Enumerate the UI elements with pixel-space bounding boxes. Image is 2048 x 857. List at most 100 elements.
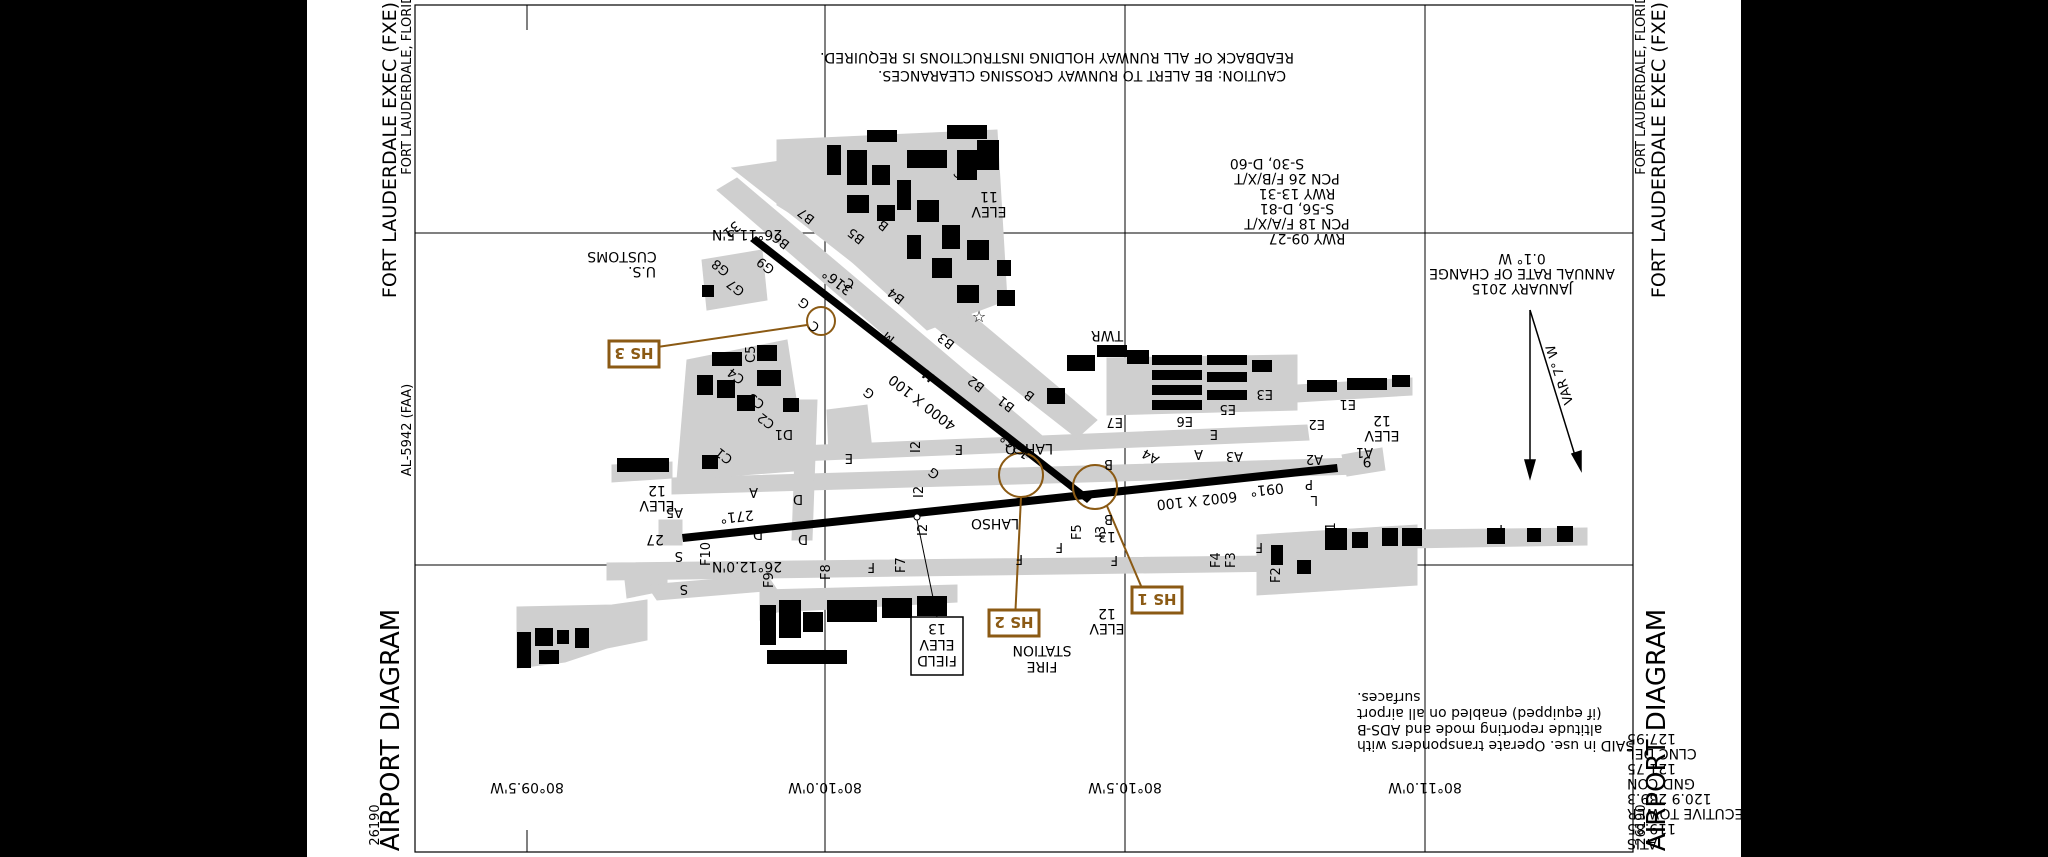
field-elev-line2: ELEV <box>919 636 954 652</box>
twy-A4: A4 <box>1140 445 1162 467</box>
freq-atis-label: ATIS <box>1627 835 1657 851</box>
magnetic-variation-arrows <box>1524 309 1582 481</box>
runway-end-9: 9 <box>1363 453 1372 469</box>
twy-F8: F8 <box>819 564 834 580</box>
fire-station-line1: FIRE <box>1027 658 1058 674</box>
twy-A3: A3 <box>1226 448 1243 463</box>
twy-C5: C5 <box>744 346 759 363</box>
freq-gnd: 121.75 <box>1627 760 1676 776</box>
twy-F-east: F <box>1111 552 1118 567</box>
rwy-info-line1: RWY 09-27 <box>1269 230 1346 246</box>
twy-G-1: G <box>796 294 813 312</box>
freq-atis: 119.85 <box>1627 820 1676 836</box>
twy-A2: A2 <box>1306 451 1323 466</box>
rwy-info-line6: S-30, D-60 <box>1230 155 1304 171</box>
buildings <box>517 125 1573 668</box>
twy-B-south: B <box>1104 511 1113 526</box>
twy-F9: F9 <box>762 572 777 588</box>
coordinates: 26°11.5'N 26°12.0'N 80°09.5'W 80°10.0'W … <box>490 226 1462 795</box>
hotspot-label-hs2: HS 2 <box>994 613 1033 631</box>
margin-right: FORT LAUDERDALE EXEC (FXE) FORT LAUDERDA… <box>1634 0 1672 851</box>
coord-lon-2: 80°10.0'W <box>788 779 862 795</box>
rwy-info-line5: PCN 26 F/B/X/T <box>1234 170 1340 186</box>
runway-09-27-heading-west: 271° <box>719 506 754 525</box>
twy-D1: D1 <box>775 426 793 441</box>
elev-13-label: ELEV <box>1089 620 1124 636</box>
margin-left-airport-name: FORT LAUDERDALE EXEC (FXE) <box>379 2 401 298</box>
rwy-info-line4: RWY 13-31 <box>1259 185 1336 201</box>
margin-left-city: FORT LAUDERDALE, FLORIDA <box>400 0 415 175</box>
twy-C-2: C <box>807 317 823 334</box>
margin-left-diagram-title: AIRPORT DIAGRAM <box>376 609 406 851</box>
twy-F3: F3 <box>1224 552 1239 568</box>
twy-I2-south: I2 <box>916 524 931 536</box>
field-elev-box <box>910 616 964 676</box>
mag-line3: 0.1° W <box>1498 250 1546 266</box>
elev-9-label: ELEV <box>1364 427 1399 443</box>
caution-line1: CAUTION: BE ALERT TO RUNWAY CROSSING CLE… <box>878 67 1286 83</box>
hotspot-label-hs3: HS 3 <box>614 344 653 362</box>
twy-F10: F10 <box>699 542 714 566</box>
twy-F1: F1 <box>1324 522 1339 538</box>
twy-L: L <box>1310 492 1318 507</box>
twy-E-west: E <box>845 450 853 465</box>
field-elev-leader <box>916 519 938 618</box>
twy-F4: F4 <box>1209 552 1224 568</box>
rwy-info-line2: PCN 18 F/A/X/T <box>1244 215 1350 231</box>
twy-F-west: F <box>868 559 875 574</box>
runway-09-27-dimensions: 6002 X 100 <box>1156 488 1238 512</box>
chart-frame <box>414 4 1634 853</box>
hotspot-markers <box>636 306 1148 621</box>
beacon-star-icon: ☆ <box>972 307 986 326</box>
twy-E1: E1 <box>1340 396 1357 411</box>
freq-clnc-label: CLNC DEL <box>1627 745 1697 761</box>
airport-diagram: HS 3 HS 2 HS 1 FIELD ELEV 13 CAUTION: BE… <box>368 0 1741 853</box>
margin-left: FORT LAUDERDALE EXEC (FXE) FORT LAUDERDA… <box>368 0 415 851</box>
runway-09-27-heading-east: 091° <box>1249 479 1284 498</box>
coord-lon-1: 80°09.5'W <box>490 779 564 795</box>
runway-09-27 <box>682 464 1338 542</box>
twy-G-2: G <box>861 384 878 402</box>
mag-line1: JANUARY 2015 <box>1471 280 1573 296</box>
mag-var-label: VAR 7° W <box>1544 343 1577 407</box>
runway-13-31 <box>750 236 1092 503</box>
twy-F-center: F <box>1016 551 1023 566</box>
runway-end-27: 27 <box>646 531 664 547</box>
twy-S-south: S <box>680 581 688 596</box>
twr-label: TWR <box>1091 327 1124 343</box>
said-line3: (if equipped) enabled on all airport <box>1356 705 1601 721</box>
elev-27-label: ELEV <box>639 497 674 513</box>
twy-I3: I3 <box>1094 526 1109 538</box>
freq-tower: 120.9 239.3 <box>1627 790 1712 806</box>
elev-13-value: 12 <box>1098 605 1116 621</box>
margin-left-chart-number: 26190 <box>368 804 383 845</box>
margin-left-al-number: AL-5942 (FAA) <box>400 384 415 476</box>
runway-end-13: 13 <box>1098 528 1116 544</box>
twy-F-far-east: F <box>1256 539 1263 554</box>
caution-line2: READBACK OF ALL RUNWAY HOLDING INSTRUCTI… <box>820 49 1294 65</box>
twy-E5: E5 <box>1220 401 1237 416</box>
twy-F7: F7 <box>894 557 909 573</box>
twy-E7: E7 <box>1107 414 1124 429</box>
coord-lat-north: 26°11.5'N <box>712 226 782 242</box>
elev-31-value: 11 <box>980 188 998 204</box>
twy-F-apron: F <box>1496 521 1503 536</box>
hotspot-boxes <box>607 339 1184 638</box>
twy-I2-mid: I2 <box>912 486 927 498</box>
customs-label-1: U.S. <box>628 263 656 279</box>
twy-E6: E6 <box>1177 413 1194 428</box>
twy-E3: E3 <box>1257 386 1274 401</box>
twy-D-north: D <box>793 491 803 506</box>
margin-right-city: FORT LAUDERDALE, FLORIDA <box>1634 0 1649 175</box>
freq-tower-label: EXECUTIVE TOWER <box>1627 805 1741 821</box>
mag-line2: ANNUAL RATE OF CHANGE <box>1429 265 1615 281</box>
said-line4: surfaces. <box>1357 689 1421 705</box>
freq-gnd-label: GND CON <box>1627 775 1695 791</box>
lahso-label-west: LAHSO <box>971 515 1019 531</box>
twy-P: P <box>1305 476 1313 491</box>
field-elev-point <box>913 513 921 521</box>
twy-F5: F5 <box>1070 524 1085 540</box>
elev-9-value: 12 <box>1373 412 1391 428</box>
hotspot-label-hs1: HS 1 <box>1137 590 1176 608</box>
